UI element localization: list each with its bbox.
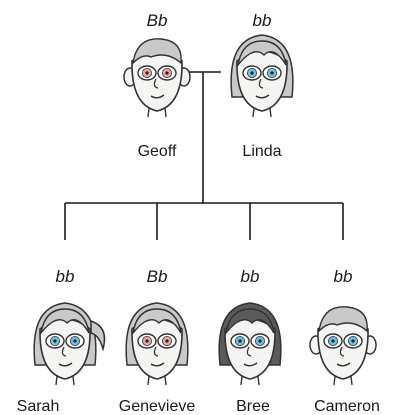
person-name: Bree [236, 398, 270, 415]
person-name: Linda [242, 143, 282, 160]
woman-face-icon [230, 34, 294, 118]
genotype-label: Bb [146, 267, 168, 286]
genotype-label: Bb [146, 11, 168, 30]
connector-lines [64, 71, 344, 240]
girl-ponytail-face-icon [33, 302, 106, 386]
genotype-label: bb [252, 11, 272, 30]
person-name: Genevieve [118, 398, 196, 415]
genotype-label: bb [333, 267, 353, 286]
genotype-label: bb [55, 267, 75, 286]
genotype-label: bb [240, 267, 260, 286]
person-name: Geoff [137, 143, 177, 160]
person-name: Cameron [314, 398, 380, 415]
girl-face-icon [125, 302, 189, 386]
girl-dark-hair-face-icon [218, 302, 282, 386]
man-face-icon [123, 38, 191, 118]
person-name: Sarah [16, 398, 60, 415]
boy-face-icon [309, 306, 377, 386]
